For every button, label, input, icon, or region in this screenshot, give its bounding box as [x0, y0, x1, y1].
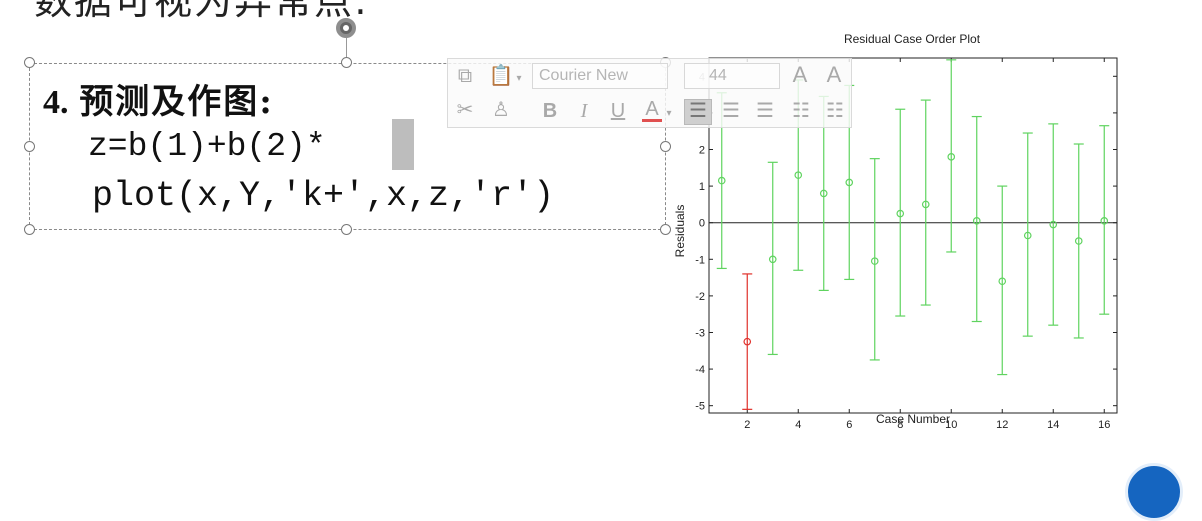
y-tick-label: -4 — [695, 364, 705, 376]
x-tick-label: 8 — [897, 419, 903, 431]
resize-handle-top-left[interactable] — [24, 57, 35, 68]
align-left-active-bg — [684, 99, 712, 125]
residual-point — [717, 176, 726, 185]
font-color-button[interactable]: A — [642, 99, 662, 122]
plot-frame — [708, 57, 1118, 414]
resize-handle-bottom-center[interactable] — [341, 224, 352, 235]
resize-handle-bottom-right[interactable] — [660, 224, 671, 235]
section-heading: 4. 预测及作图: — [43, 74, 274, 123]
residual-point — [1074, 237, 1083, 245]
cut-icon[interactable]: ✂ — [456, 99, 474, 121]
shrink-font-button[interactable]: A — [826, 62, 842, 87]
residual-point — [896, 209, 905, 218]
numbering-icon[interactable]: ☷ — [826, 100, 844, 122]
x-tick-label: 2 — [744, 419, 750, 431]
code-line-2[interactable]: plot(x,Y,'k+',x,z,'r') — [92, 176, 555, 216]
residual-point — [998, 277, 1007, 286]
residual-point — [870, 257, 879, 265]
y-tick-label: 0 — [699, 218, 705, 230]
residual-point — [1100, 217, 1109, 225]
grow-font-button[interactable]: A — [792, 62, 808, 87]
bullets-icon[interactable]: ☷ — [792, 100, 810, 122]
residual-point — [845, 178, 854, 187]
paste-dropdown-icon[interactable]: ▾ — [516, 73, 522, 84]
mini-format-toolbar: ⧉ 📋 ▾ Courier New 44 A A ✂ ♙ B I U A ▾ ☰… — [447, 58, 852, 128]
resize-handle-middle-right[interactable] — [660, 141, 671, 152]
x-tick-label: 16 — [1098, 419, 1110, 431]
residual-case-order-plot: Residual Case Order Plot -5-4-3-2-101234… — [673, 32, 1118, 431]
residual-point — [921, 200, 930, 209]
rotation-stem — [346, 38, 347, 63]
heading-text: 预测及作图: — [79, 82, 274, 122]
font-size-select[interactable]: 44 — [684, 63, 780, 89]
corner-logo-icon — [1125, 463, 1183, 521]
resize-handle-bottom-left[interactable] — [24, 224, 35, 235]
x-tick-label: 10 — [945, 419, 957, 431]
heading-number: 4. — [43, 84, 69, 121]
align-left-icon[interactable]: ☰ — [689, 100, 707, 122]
resize-handle-middle-left[interactable] — [24, 141, 35, 152]
residual-point — [794, 171, 803, 179]
text-selection-highlight — [392, 119, 414, 170]
residual-point — [947, 153, 956, 161]
residual-point — [743, 337, 752, 346]
font-color-dropdown-icon[interactable]: ▾ — [666, 108, 672, 119]
y-tick-label: 2 — [699, 144, 705, 156]
x-tick-label: 4 — [795, 419, 801, 431]
residual-point — [819, 189, 828, 198]
x-tick-label: 6 — [846, 419, 852, 431]
x-tick-label: 12 — [996, 419, 1008, 431]
slide-top-text: 数据可视为异常点: — [34, 0, 369, 23]
copy-format-icon[interactable]: ⧉ — [457, 65, 473, 87]
residual-point — [768, 255, 777, 264]
y-tick-label: -3 — [695, 327, 705, 339]
bold-button[interactable]: B — [542, 100, 558, 122]
resize-handle-top-center[interactable] — [341, 57, 352, 68]
error-bars — [716, 59, 1110, 410]
y-tick-label: -2 — [695, 291, 705, 303]
chart-title: Residual Case Order Plot — [844, 32, 981, 46]
y-axis-label: Residuals — [673, 205, 687, 258]
paste-icon[interactable]: 📋 — [488, 65, 514, 87]
x-axis-label: Case Number — [876, 412, 950, 426]
align-center-icon[interactable]: ☰ — [722, 100, 740, 122]
align-right-icon[interactable]: ☰ — [756, 100, 774, 122]
code-line-1[interactable]: z=b(1)+b(2)* — [88, 128, 326, 165]
residual-point — [1049, 220, 1058, 229]
y-tick-label: -1 — [695, 254, 705, 266]
font-name-select[interactable]: Courier New — [532, 63, 668, 89]
rotate-icon[interactable] — [336, 18, 356, 38]
underline-button[interactable]: U — [610, 100, 626, 122]
italic-button[interactable]: I — [580, 100, 588, 122]
residual-point — [1023, 231, 1032, 240]
format-painter-icon[interactable]: ♙ — [492, 99, 510, 121]
x-axis-ticks: 2 4 6 8 10 12 14 16 — [744, 58, 1110, 431]
residual-point — [972, 217, 981, 225]
y-tick-label: -5 — [695, 401, 705, 413]
y-tick-label: 1 — [699, 181, 705, 193]
x-tick-label: 14 — [1047, 419, 1059, 431]
